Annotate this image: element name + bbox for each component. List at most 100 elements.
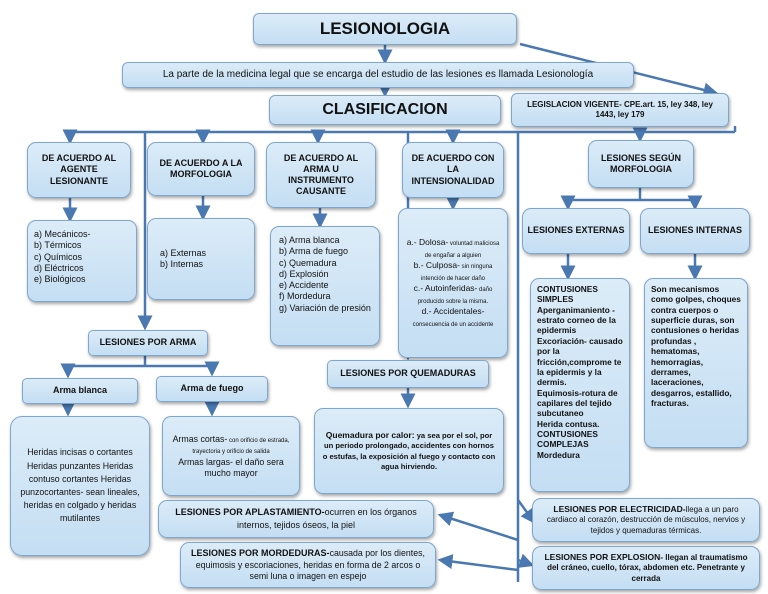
arma-instrumento-item: a) Arma blanca	[279, 235, 340, 245]
arma-fuego-line2: Armas largas- el daño sera mucho mayor	[178, 456, 284, 478]
internas-header-box: LESIONES INTERNAS	[640, 208, 750, 254]
internas-line: hematomas,	[651, 346, 700, 357]
electricidad-box: LESIONES POR ELECTRICIDAD-llega a un par…	[532, 498, 760, 542]
explosion-text: llegan al traumatismo del cráneo, cuello…	[547, 552, 748, 583]
explosion-lead: LESIONES POR EXPLOSION-	[544, 551, 664, 562]
intencionalidad-header-box: DE ACUERDO CON LA INTENSIONALIDAD	[402, 142, 504, 198]
arma-instrumento-item: c) Quemadura	[279, 257, 337, 268]
intencionalidad-item-main: d.- Accidentales-	[421, 306, 485, 316]
arma-instrumento-item: f) Mordedura	[279, 291, 331, 302]
externas-line: Herida contusa.	[537, 418, 600, 429]
aplastamiento-box: LESIONES POR APLASTAMIENTO-ocurren en lo…	[158, 500, 434, 538]
arma-fuego-line: Armas cortas- con orificio de estrada, t…	[169, 434, 293, 457]
internas-line: Son mecanismos como golpes, choques cont…	[651, 284, 741, 346]
internas-header: LESIONES INTERNAS	[647, 225, 742, 236]
agente-item: d) Eléctricos	[34, 262, 84, 273]
agente-items-box: a) Mecánicos- b) Térmicos c) Químicos d)…	[27, 220, 137, 302]
intencionalidad-item-detail: daño producido sobre la misma.	[417, 287, 493, 305]
intencionalidad-header: DE ACUERDO CON LA INTENSIONALIDAD	[411, 153, 495, 186]
agente-header: DE ACUERDO AL AGENTE LESIONANTE	[41, 153, 117, 186]
segun-morfologia-text: LESIONES SEGÚN MORFOLOGIA	[600, 152, 681, 174]
arma-fuego-line1-detail: con orificio de estrada, trayectoria y o…	[192, 437, 290, 456]
externas-line: CONTUSIONES COMPLEJAS	[537, 429, 598, 450]
quemaduras-lead: Quemadura por calor:	[325, 429, 415, 440]
electricidad-lead: LESIONES POR ELECTRICIDAD-	[553, 503, 686, 514]
arma-fuego-line: Armas largas- el daño sera mucho mayor	[169, 457, 293, 479]
segun-morfologia-box: LESIONES SEGÚN MORFOLOGIA	[588, 140, 694, 188]
explosion-box: LESIONES POR EXPLOSION- llegan al trauma…	[532, 546, 760, 590]
intencionalidad-item: d.- Accidentales- consecuencia de un acc…	[405, 306, 501, 329]
quemaduras-header: LESIONES POR QUEMADURAS	[340, 368, 476, 379]
intencionalidad-item-main: c.- Autoinferidas-	[413, 283, 478, 293]
arma-fuego-header: Arma de fuego	[180, 383, 244, 394]
arma-instrumento-item: b) Arma de fuego	[279, 246, 349, 257]
intencionalidad-item-detail: voluntad maliciosa de engañar a alguien	[424, 241, 500, 259]
title-text: LESIONOLOGIA	[319, 19, 451, 39]
quemaduras-header-box: LESIONES POR QUEMADURAS	[327, 360, 489, 388]
arma-blanca-content-box: Heridas incisas o cortantes Heridas punz…	[10, 416, 150, 556]
externas-line: Equimosis-rotura de capilares del tejido…	[537, 387, 618, 419]
mordeduras-lead: LESIONES POR MORDEDURAS-	[191, 547, 330, 558]
arma-blanca-header-box: Arma blanca	[22, 378, 138, 404]
intencionalidad-item: a.- Dolosa- voluntad maliciosa de engaña…	[405, 237, 501, 260]
definition-text: La parte de la medicina legal que se enc…	[162, 68, 594, 80]
intencionalidad-item: c.- Autoinferidas- daño producido sobre …	[405, 283, 501, 306]
agente-item: b) Térmicos	[34, 240, 82, 251]
title-box: LESIONOLOGIA	[253, 13, 517, 45]
externas-line: CONTUSIONES SIMPLES	[537, 284, 598, 305]
clasificacion-text: CLASIFICACION	[322, 101, 448, 118]
arma-blanca-header: Arma blanca	[52, 385, 108, 396]
aplastamiento-lead: LESIONES POR APLASTAMIENTO-	[175, 507, 325, 518]
intencionalidad-items-box: a.- Dolosa- voluntad maliciosa de engaña…	[398, 208, 508, 358]
arma-instrumento-item: g) Variación de presión	[279, 302, 371, 313]
definition-box: La parte de la medicina legal que se enc…	[122, 62, 634, 88]
arma-fuego-line1: Armas cortas-	[172, 433, 228, 444]
electricidad-text: llega a un paro cardiaco al corazón, des…	[546, 504, 746, 535]
morfologia-item: a) Externas	[160, 247, 207, 258]
externas-header-box: LESIONES EXTERNAS	[522, 208, 630, 254]
intencionalidad-item-detail: consecuencia de un accidente	[412, 321, 494, 328]
internas-content-box: Son mecanismos como golpes, choques cont…	[644, 278, 748, 448]
legislacion-text: LEGISLACION VIGENTE- CPE.art. 15, ley 34…	[527, 100, 713, 119]
intencionalidad-item: b.- Culposa- sin ninguna intención de ha…	[405, 260, 501, 283]
mordeduras-box: LESIONES POR MORDEDURAS-causada por los …	[180, 542, 436, 588]
externas-line: Excoriación- causado por la fricción,com…	[537, 335, 623, 388]
intencionalidad-item-main: a.- Dolosa-	[406, 237, 449, 247]
externas-header: LESIONES EXTERNAS	[527, 225, 625, 236]
agente-item: c) Químicos	[34, 251, 83, 262]
arma-instrumento-header: DE ACUERDO AL ARMA U INSTRUMENTO CAUSANT…	[283, 152, 359, 197]
morfologia-items-box: a) Externas b) Internas	[147, 218, 255, 300]
externas-content-box: CONTUSIONES SIMPLES Aperganimaniento -es…	[530, 278, 630, 492]
arma-instrumento-items-box: a) Arma blanca b) Arma de fuego c) Quema…	[270, 226, 380, 346]
legislacion-box: LEGISLACION VIGENTE- CPE.art. 15, ley 34…	[511, 93, 729, 127]
morfologia-header: DE ACUERDO A LA MORFOLOGIA	[159, 157, 243, 179]
arma-instrumento-header-box: DE ACUERDO AL ARMA U INSTRUMENTO CAUSANT…	[266, 142, 376, 208]
arma-blanca-text: Heridas incisas o cortantes Heridas punz…	[20, 447, 140, 524]
internas-line: laceraciones,	[651, 377, 704, 388]
internas-line: fracturas.	[651, 397, 689, 408]
intencionalidad-item-main: b.- Culposa-	[413, 260, 460, 270]
clasificacion-box: CLASIFICACION	[269, 95, 501, 125]
quemaduras-content-box: Quemadura por calor: ya sea por el sol, …	[314, 408, 504, 494]
arma-instrumento-item: e) Accidente	[279, 280, 329, 290]
agente-item: a) Mecánicos-	[34, 229, 91, 239]
intencionalidad-item-detail: sin ninguna intención de hacer daño	[420, 264, 493, 282]
por-arma-box: LESIONES POR ARMA	[88, 330, 208, 356]
agente-item: e) Biológicos	[34, 274, 86, 284]
mordeduras-text: causada por los dientes, equimosis y esc…	[195, 547, 425, 582]
agente-header-box: DE ACUERDO AL AGENTE LESIONANTE	[27, 142, 131, 198]
internas-line: derrames,	[651, 366, 691, 377]
externas-line: Mordedura	[537, 449, 580, 460]
externas-line: Aperganimaniento -estrato corneo de la e…	[537, 304, 616, 336]
arma-fuego-content-box: Armas cortas- con orificio de estrada, t…	[162, 416, 300, 496]
internas-line: desgarros, estallido,	[651, 387, 732, 398]
arma-instrumento-item: d) Explosión	[279, 268, 329, 279]
morfologia-header-box: DE ACUERDO A LA MORFOLOGIA	[147, 142, 255, 196]
quemaduras-text: ya sea por el sol, por un periodo prolon…	[322, 430, 496, 471]
arma-fuego-header-box: Arma de fuego	[156, 376, 268, 402]
aplastamiento-text: ocurren en los órganos internos, tejidos…	[236, 507, 417, 530]
por-arma-text: LESIONES POR ARMA	[99, 337, 197, 348]
internas-line: hemorragias,	[651, 356, 704, 367]
